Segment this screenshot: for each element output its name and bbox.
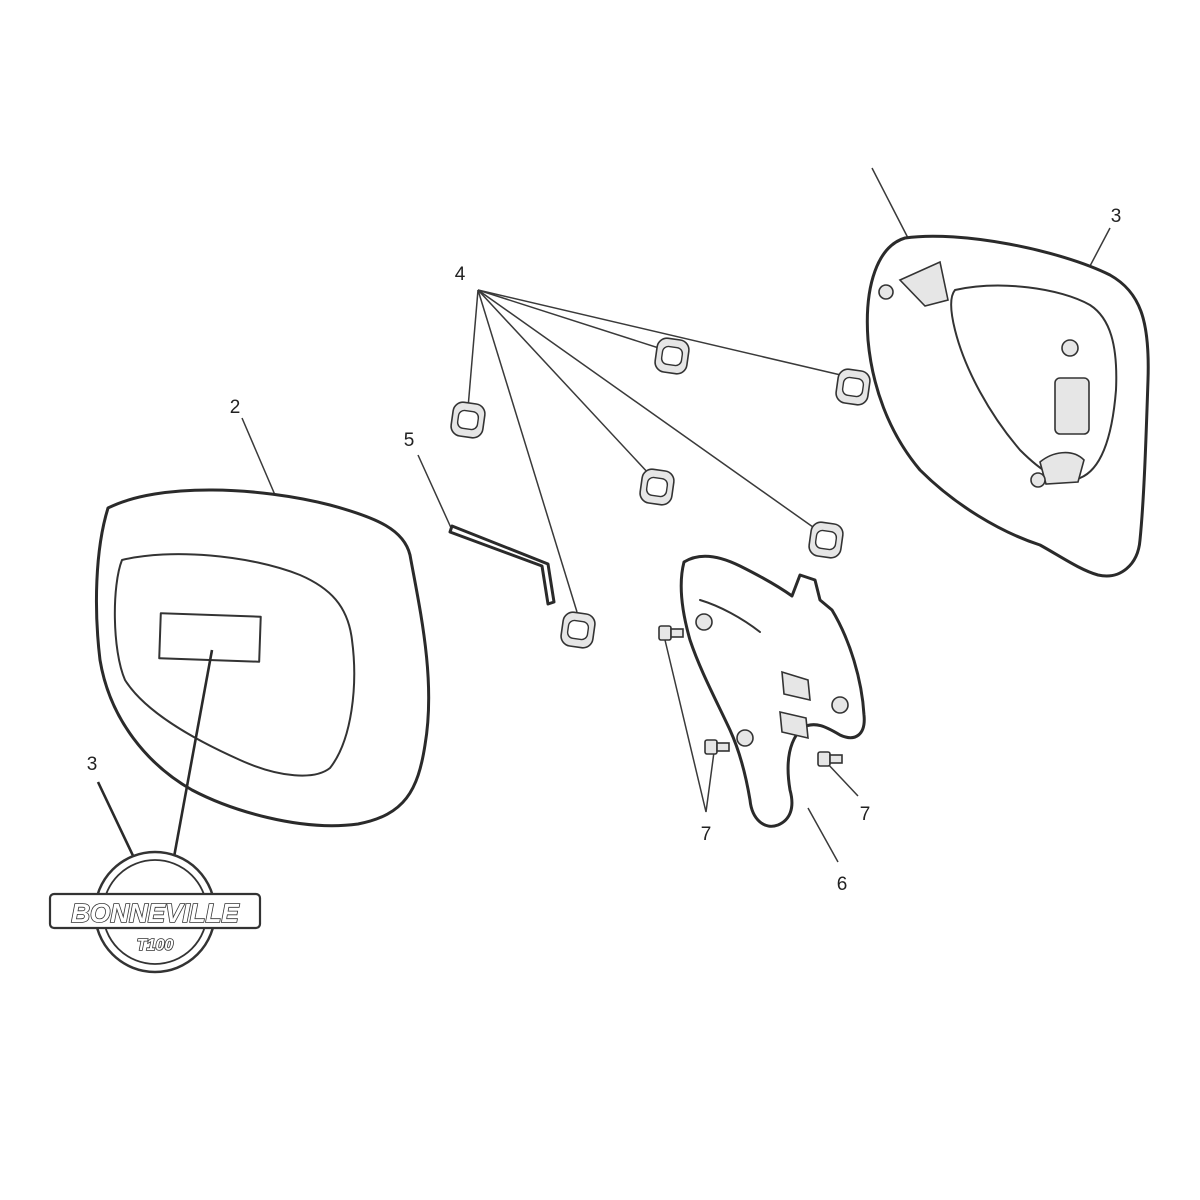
bonneville-badge: BONNEVILLE T100 xyxy=(48,850,262,974)
callout-7-left: 7 xyxy=(701,824,712,845)
screw xyxy=(817,751,843,767)
grommet xyxy=(654,337,690,375)
leader-5 xyxy=(417,454,453,531)
callout-6: 6 xyxy=(837,874,848,895)
grommet xyxy=(450,401,486,439)
grommet-leaders xyxy=(467,289,846,613)
grommet xyxy=(808,521,844,559)
grommet xyxy=(835,368,871,406)
leader-top-right xyxy=(871,167,909,239)
callout-7-right: 7 xyxy=(860,804,871,825)
callout-2: 2 xyxy=(230,397,241,418)
screw xyxy=(658,625,684,641)
grommet xyxy=(560,611,596,649)
callout-3-right: 3 xyxy=(1111,206,1122,227)
leader-2 xyxy=(241,417,279,503)
mounting-bracket xyxy=(679,554,866,828)
callout-4: 4 xyxy=(455,264,466,285)
callout-5: 5 xyxy=(404,430,415,451)
leader-3-left xyxy=(96,781,138,863)
left-side-panel xyxy=(94,488,431,828)
leader-7-right xyxy=(825,761,859,797)
right-side-panel xyxy=(865,234,1150,578)
badge-name: BONNEVILLE xyxy=(71,898,239,928)
callout-3-left: 3 xyxy=(87,754,98,775)
screw xyxy=(704,739,730,755)
leader-7-left xyxy=(664,639,715,813)
leader-badge-panel xyxy=(170,649,214,869)
grommet xyxy=(639,468,675,506)
hex-key xyxy=(448,524,556,606)
badge-model: T100 xyxy=(137,937,174,954)
leader-6 xyxy=(807,807,839,863)
